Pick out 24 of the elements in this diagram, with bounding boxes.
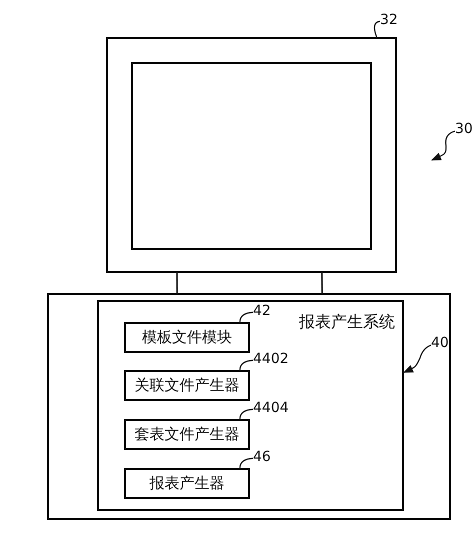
callout-number: 40: [431, 335, 449, 352]
monitor-stand-line: [321, 273, 323, 293]
leader-line: [239, 312, 254, 322]
callout-number: 30: [455, 121, 473, 138]
leader-line: [239, 458, 254, 468]
callout-number: 42: [253, 303, 271, 320]
module-box: 套表文件产生器: [124, 419, 250, 450]
panel-title: 报表产生系统: [299, 312, 395, 333]
leader-line: [374, 20, 380, 38]
leader-line: [239, 360, 254, 370]
callout-number: 46: [253, 449, 271, 466]
leader-line: [239, 408, 254, 420]
callout-number: 32: [380, 12, 398, 29]
monitor-stand-line: [176, 273, 178, 293]
system-panel: [97, 300, 404, 511]
leader-line: [403, 344, 432, 373]
leader-line: [431, 130, 456, 161]
callout-number: 4404: [253, 400, 289, 417]
module-box: 关联文件产生器: [124, 370, 250, 401]
monitor-drawing: [106, 37, 397, 273]
module-box: 模板文件模块: [124, 322, 250, 353]
callout-number: 4402: [253, 351, 289, 368]
computer-case: [47, 293, 451, 520]
module-box: 报表产生器: [124, 468, 250, 499]
